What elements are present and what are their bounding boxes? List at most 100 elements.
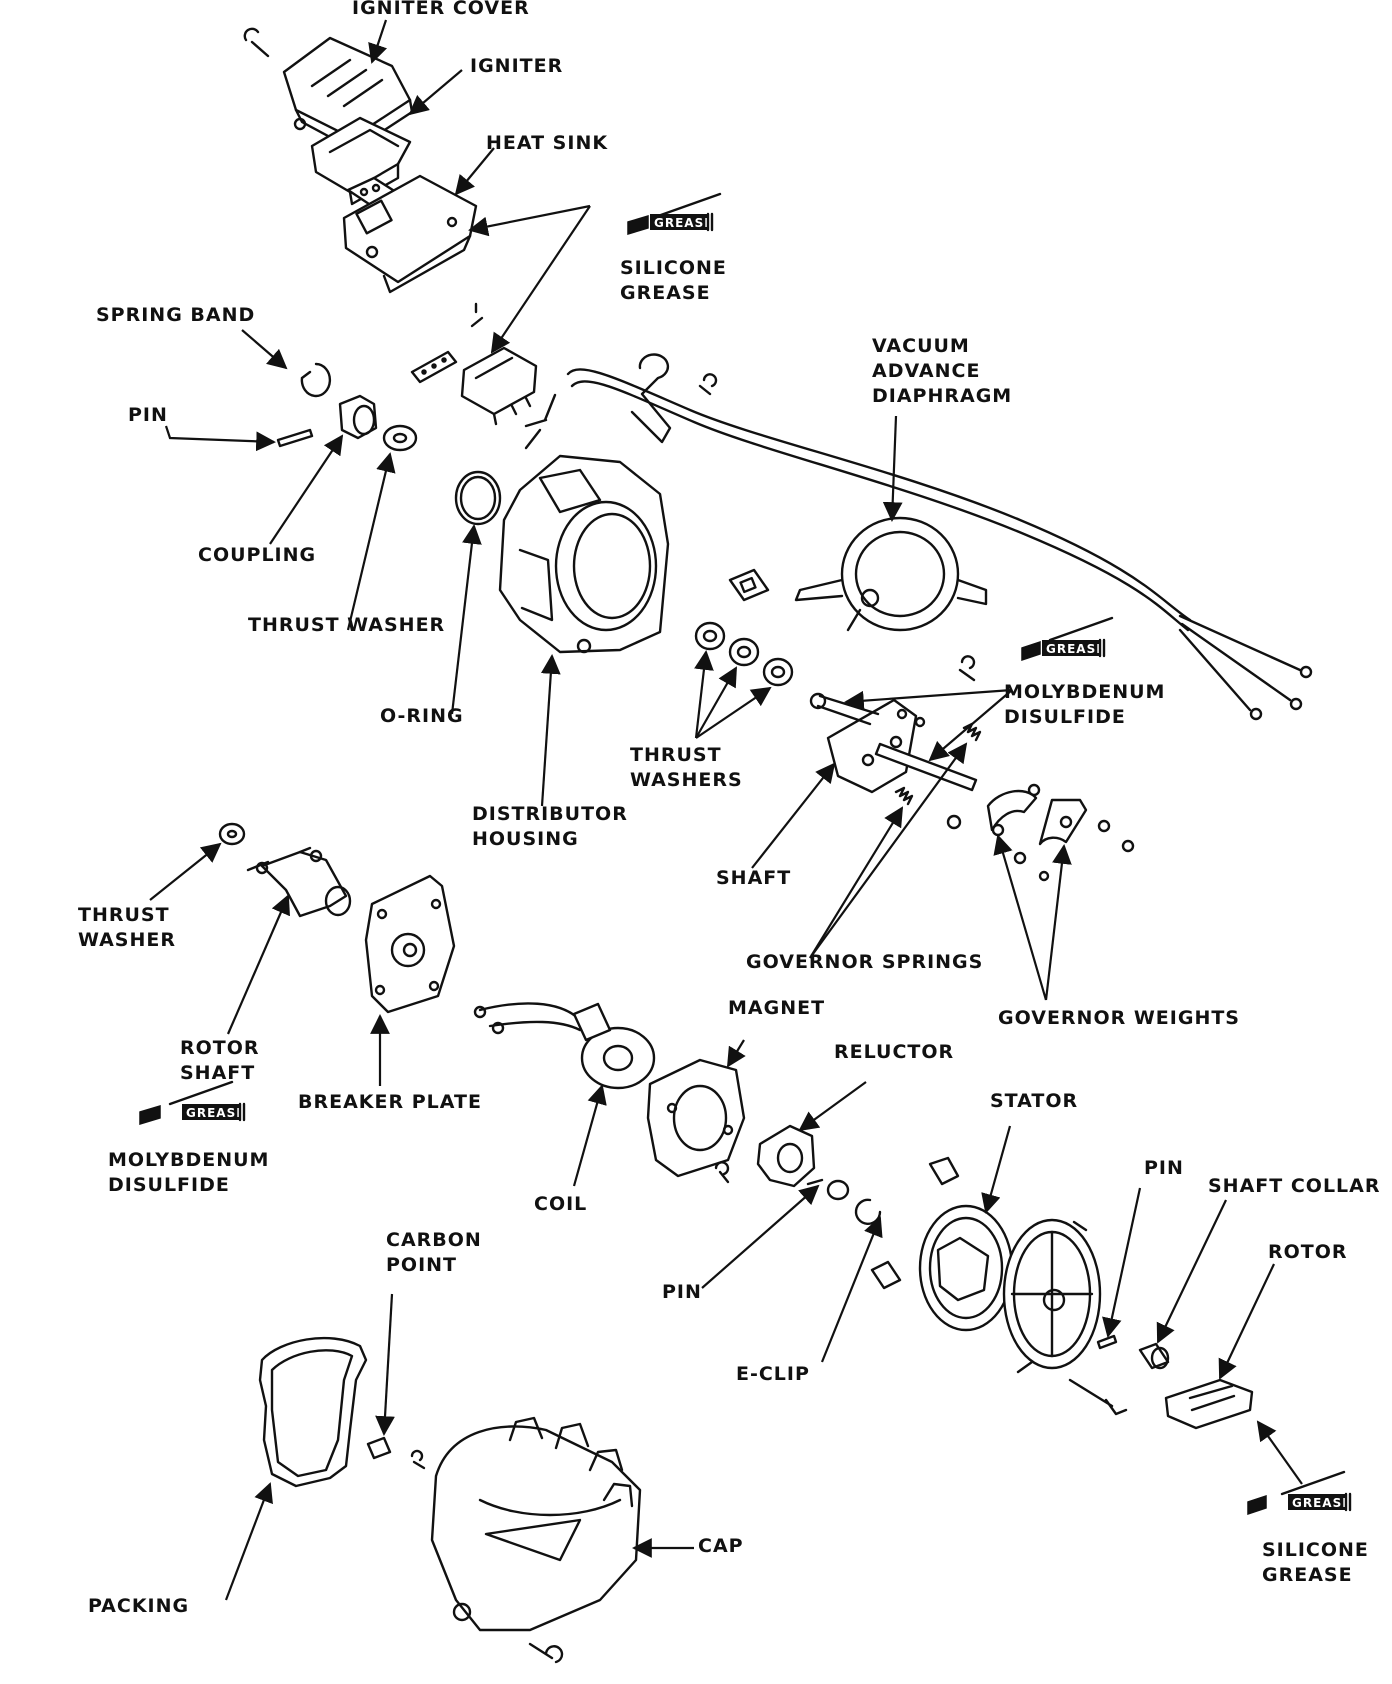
leader-shaft — [751, 762, 836, 869]
harness-clamp — [630, 353, 718, 444]
shaft-part — [809, 692, 978, 794]
leader-governor-springs-2 — [809, 742, 968, 959]
grease-tube-text-top: GREASE — [654, 216, 713, 230]
leader-thrust-washers-2 — [695, 666, 737, 739]
heat-sink-part — [342, 174, 478, 294]
leader-thrust-washers-3 — [695, 686, 772, 739]
leader-e-clip — [820, 1216, 883, 1363]
leader-igniter — [408, 69, 463, 116]
label-reluctor: RELUCTOR — [834, 1041, 955, 1063]
grease-tube-text-bottom: GREASE — [1292, 1496, 1351, 1510]
label-e-clip: E-CLIP — [736, 1363, 810, 1385]
cap-part — [430, 1416, 642, 1664]
leader-lines — [149, 19, 1303, 1601]
leader-pin-right — [1102, 1187, 1142, 1338]
label-coupling: COUPLING — [198, 544, 317, 566]
leader-governor-springs-1 — [809, 806, 904, 959]
grease-tube-icon-top: GREASE — [627, 192, 722, 236]
label-stator: STATOR — [990, 1090, 1079, 1112]
breaker-plate-part — [364, 874, 456, 1014]
grease-tube-icon-right: GREASE — [1021, 616, 1114, 662]
label-cap: CAP — [698, 1535, 744, 1557]
rotor-part — [1164, 1378, 1254, 1430]
leader-governor-weights-2 — [1044, 844, 1072, 1001]
label-rotor: ROTOR — [1268, 1241, 1348, 1263]
label-coil: COIL — [534, 1193, 588, 1215]
shaft-collar-part — [1138, 1342, 1170, 1370]
rotor-shaft-part — [246, 846, 352, 918]
leader-silicone-grease-top-2 — [490, 205, 591, 354]
leader-igniter-cover — [368, 19, 388, 64]
pin-top-part — [276, 428, 314, 448]
pin-right-part — [1096, 1334, 1118, 1350]
spring-band-part — [300, 362, 332, 398]
label-breaker-plate: BREAKER PLATE — [298, 1091, 482, 1113]
leader-pin-top — [164, 425, 276, 452]
label-governor-weights: GOVERNOR WEIGHTS — [998, 1007, 1240, 1029]
thrust-washer-top-part — [382, 424, 418, 452]
leader-thrust-washers-1 — [694, 650, 714, 739]
leader-shaft-collar — [1156, 1199, 1227, 1344]
leader-distributor-housing — [540, 654, 561, 807]
leader-stator — [981, 1125, 1012, 1214]
o-ring-part — [454, 470, 502, 526]
wire-harness — [524, 368, 1313, 721]
label-igniter-cover: IGNITER COVER — [352, 0, 530, 19]
igniter-cover-screw — [243, 27, 270, 58]
packing-part — [258, 1336, 368, 1488]
label-shaft-collar: SHAFT COLLAR — [1208, 1175, 1381, 1197]
label-governor-springs: GOVERNOR SPRINGS — [746, 951, 984, 973]
grease-tube-text-right: GREASE — [1046, 642, 1105, 656]
label-spring-band: SPRING BAND — [96, 304, 256, 326]
leader-governor-weights-1 — [993, 834, 1048, 1001]
leader-molybdenum-right-2 — [928, 689, 1013, 762]
leader-packing — [224, 1482, 273, 1601]
leader-vacuum-advance — [882, 415, 903, 522]
leader-thrust-washer-left — [149, 842, 222, 901]
leader-rotor-shaft — [226, 894, 290, 1035]
label-igniter: IGNITER — [470, 55, 564, 77]
governor-weights-part — [946, 783, 1135, 882]
leader-magnet — [726, 1039, 746, 1068]
leader-coil — [572, 1084, 607, 1187]
label-heat-sink: HEAT SINK — [486, 132, 609, 154]
leader-heat-sink — [454, 147, 495, 196]
thrust-washer-left-part — [218, 822, 246, 846]
coil-part — [473, 1002, 656, 1090]
label-o-ring: O-RING — [380, 705, 464, 727]
leader-molybdenum-right-1 — [844, 688, 1013, 711]
cover-plate-part — [1002, 1218, 1128, 1416]
label-pin-top: PIN — [128, 404, 168, 426]
distributor-housing-part — [498, 454, 670, 654]
connector-strip — [410, 302, 484, 384]
grease-tube-icon-bottom: GREASE — [1247, 1470, 1352, 1516]
reluctor-part — [756, 1124, 882, 1226]
vacuum-advance-diaphragm-part — [794, 516, 988, 682]
leader-silicone-grease-top-1 — [468, 204, 591, 237]
magnet-part — [646, 1058, 746, 1184]
label-packing: PACKING — [88, 1595, 190, 1617]
leader-thrust-washer-top — [346, 452, 396, 631]
grease-tube-icon-left: GREASE — [139, 1080, 246, 1126]
leader-pin-middle — [701, 1184, 820, 1289]
igniter-module-base — [460, 346, 538, 426]
leader-rotor — [1218, 1263, 1275, 1380]
leader-o-ring — [450, 524, 482, 715]
carbon-point-part — [366, 1436, 426, 1470]
leader-coupling — [269, 434, 344, 545]
label-pin-right: PIN — [1144, 1157, 1184, 1179]
leader-spring-band — [241, 329, 288, 370]
leader-silicone-grease-bottom — [1256, 1420, 1303, 1485]
